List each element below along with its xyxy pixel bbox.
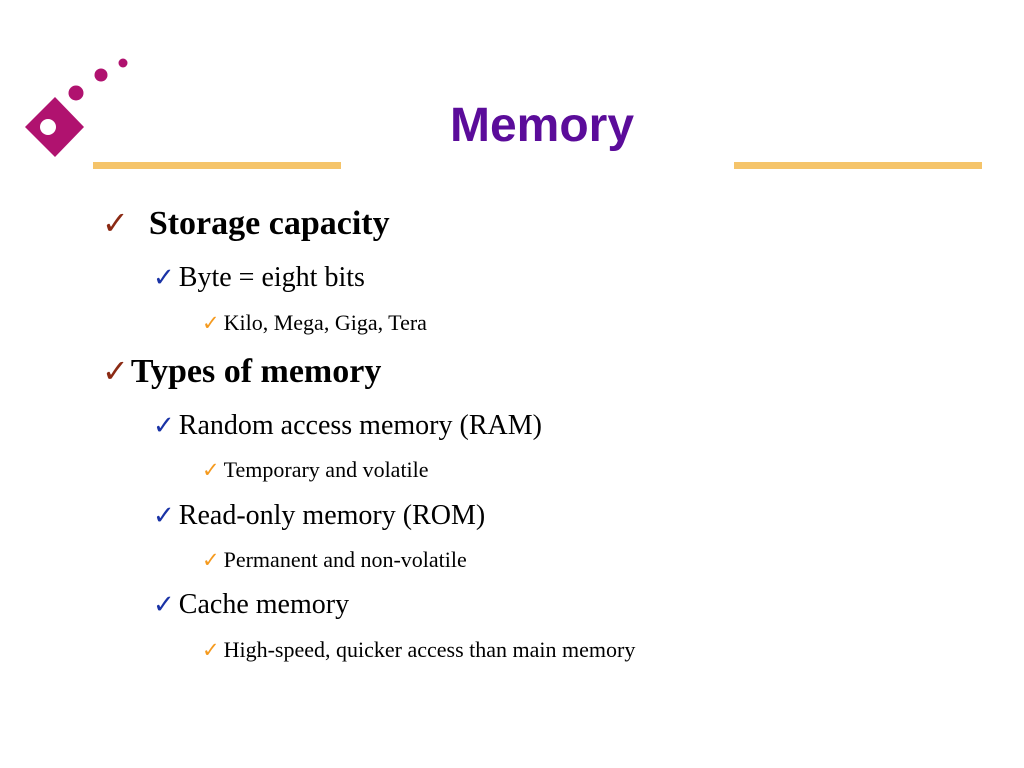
bullet-text: Permanent and non-volatile — [223, 547, 467, 572]
bullet-permanent-non-volatile: ✓ Permanent and non-volatile — [202, 547, 467, 573]
bullet-kilo-mega-giga-tera: ✓ Kilo, Mega, Giga, Tera — [202, 310, 427, 336]
bullet-read-only-memory: ✓ Read-only memory (ROM) — [153, 500, 485, 532]
bullet-random-access-memory: ✓ Random access memory (RAM) — [153, 410, 542, 442]
title-rule-left — [93, 162, 341, 169]
bullet-text: Kilo, Mega, Giga, Tera — [223, 310, 427, 335]
bullet-text: Temporary and volatile — [223, 457, 429, 482]
bullet-text: Storage capacity — [148, 205, 390, 242]
checkmark-icon: ✓ — [202, 638, 220, 662]
checkmark-icon: ✓ — [202, 311, 220, 335]
bullet-text: Types of memory — [130, 353, 382, 390]
checkmark-icon: ✓ — [153, 590, 175, 620]
bullet-storage-capacity: ✓ Storage capacity — [102, 204, 390, 243]
checkmark-icon: ✓ — [153, 501, 175, 531]
bullet-text: High-speed, quicker access than main mem… — [223, 637, 636, 662]
checkmark-icon: ✓ — [153, 411, 175, 441]
slide-title: Memory — [449, 99, 635, 152]
checkmark-icon: ✓ — [202, 458, 220, 482]
checkmark-icon: ✓ — [153, 263, 175, 293]
title-rule-right — [734, 162, 982, 169]
bullet-byte-eight-bits: ✓ Byte = eight bits — [153, 262, 365, 294]
bullet-high-speed-access: ✓ High-speed, quicker access than main m… — [202, 637, 635, 663]
bullet-text: Read-only memory (ROM) — [178, 500, 486, 531]
bullet-text: Cache memory — [178, 589, 350, 620]
bullet-text: Byte = eight bits — [178, 262, 365, 293]
bullet-types-of-memory: ✓ Types of memory — [102, 352, 381, 391]
checkmark-icon: ✓ — [102, 204, 129, 242]
checkmark-icon: ✓ — [202, 548, 220, 572]
bullet-temporary-volatile: ✓ Temporary and volatile — [202, 457, 429, 483]
dots-diamond-logo-icon — [25, 58, 128, 157]
bullet-cache-memory: ✓ Cache memory — [153, 589, 349, 621]
bullet-text: Random access memory (RAM) — [178, 410, 542, 441]
checkmark-icon: ✓ — [102, 352, 129, 390]
